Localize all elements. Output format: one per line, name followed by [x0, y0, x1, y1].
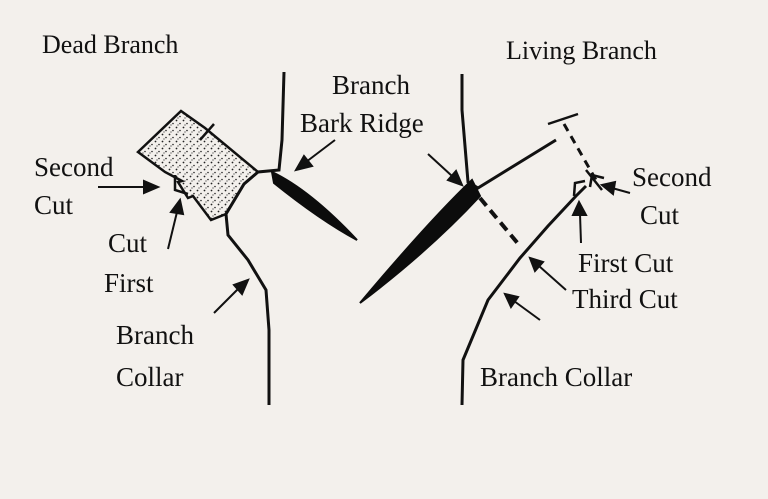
- arrow-second-cut-right: [611, 187, 631, 194]
- dead-bark-ridge: [270, 170, 358, 241]
- third-cut-label: Third Cut: [572, 284, 678, 314]
- bark-ridge-label-line1: Branch: [332, 70, 410, 100]
- arrow-branch-collar-left: [213, 288, 239, 314]
- arrow-first-cut: [579, 213, 582, 244]
- arrow-third-cut: [538, 265, 567, 291]
- arrows: [98, 139, 631, 321]
- dead-branch-group: [136, 71, 358, 405]
- arrowhead: [599, 180, 617, 196]
- cut-first-label-line2: First: [104, 268, 154, 298]
- bark-ridge-label-line2: Bark Ridge: [300, 108, 424, 138]
- living-second-cut-label-line1: Second: [632, 162, 712, 192]
- living-bark-ridge: [359, 178, 482, 304]
- x-mark-stroke-1: [547, 112, 579, 126]
- living-collar-line: [460, 184, 588, 406]
- arrowhead: [293, 154, 314, 172]
- living-secondcut-notch: [588, 173, 605, 188]
- living-second-cut-label-line2: Cut: [640, 200, 680, 230]
- living-undercut-notch: [572, 179, 586, 197]
- arrowhead: [446, 169, 464, 187]
- arrow-bark-ridge-living: [427, 153, 453, 177]
- arrowhead: [503, 292, 520, 309]
- arrow-branch-collar-right: [513, 300, 541, 321]
- dead-branch-collar-label-line2: Collar: [116, 362, 184, 392]
- dead-second-cut-label-line1: Second: [34, 152, 114, 182]
- arrowhead: [232, 278, 250, 296]
- third-cut-dashed-line: [478, 196, 522, 248]
- first-cut-label: First Cut: [578, 248, 674, 278]
- x-mark-stroke-2: [585, 169, 603, 191]
- dead-second-cut-label-line2: Cut: [34, 190, 74, 220]
- dead-branch-stub: [136, 109, 260, 222]
- dead-top-cut-mark: [199, 123, 215, 141]
- living-branch-collar-label: Branch Collar: [480, 362, 633, 392]
- arrow-bark-ridge-dead: [305, 139, 336, 163]
- arrow-cut-first: [167, 211, 178, 250]
- dead-branch-title: Dead Branch: [42, 30, 179, 59]
- cut-first-label-line1: Cut: [108, 228, 148, 258]
- living-branch-group: [359, 74, 605, 406]
- dead-trunk-line: [224, 71, 286, 405]
- arrowhead: [571, 199, 588, 216]
- top-cut-dashed-line: [562, 123, 598, 181]
- dead-branch-collar-label-line1: Branch: [116, 320, 194, 350]
- arrowhead: [528, 256, 545, 273]
- arrowhead: [169, 197, 185, 216]
- living-trunk-line: [460, 74, 557, 190]
- living-branch-title: Living Branch: [506, 36, 657, 65]
- dead-undercut-notch: [173, 175, 189, 196]
- arrowhead: [143, 179, 161, 195]
